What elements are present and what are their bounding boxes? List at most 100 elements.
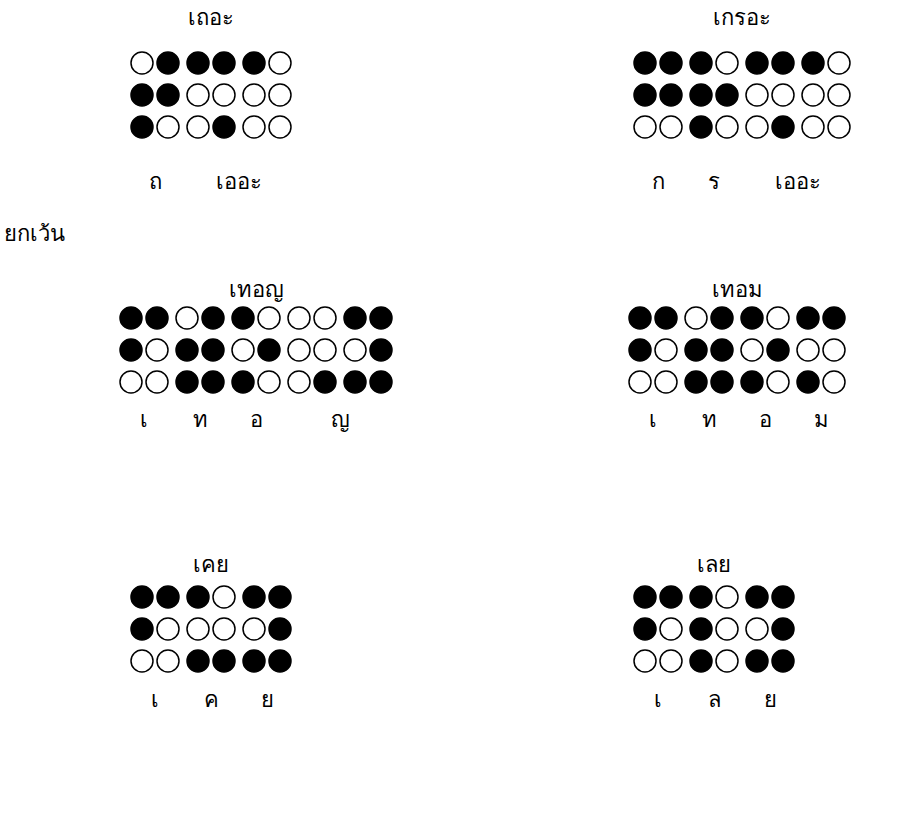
- braille-dot: [314, 371, 336, 393]
- braille-dot: [716, 84, 738, 106]
- braille-dot: [772, 586, 794, 608]
- braille-dot: [131, 650, 153, 672]
- braille-dot: [629, 371, 651, 393]
- braille-dot: [716, 586, 738, 608]
- braille-dot: [176, 371, 198, 393]
- braille-dot: [823, 371, 845, 393]
- braille-dot: [685, 371, 707, 393]
- section-label: ยกเว้น: [4, 220, 65, 249]
- braille-dot: [243, 84, 265, 106]
- braille-dot: [716, 52, 738, 74]
- braille-dot: [146, 307, 168, 329]
- braille-dot: [690, 52, 712, 74]
- braille-dot: [187, 618, 209, 640]
- braille-dot: [772, 650, 794, 672]
- syllable-label: ค: [204, 686, 219, 715]
- syllable-label: เออะ: [216, 168, 262, 197]
- braille-dot: [176, 307, 198, 329]
- braille-dot: [772, 52, 794, 74]
- braille-dot: [655, 339, 677, 361]
- syllable-label: ญ: [331, 406, 350, 435]
- braille-dot: [741, 307, 763, 329]
- syllable-label: ท: [193, 406, 208, 435]
- braille-dot: [269, 116, 291, 138]
- braille-dot: [716, 650, 738, 672]
- braille-dot: [213, 52, 235, 74]
- braille-dot: [716, 618, 738, 640]
- braille-dot: [746, 586, 768, 608]
- syllable-label: ล: [708, 686, 721, 715]
- braille-dot: [157, 650, 179, 672]
- braille-dot: [660, 52, 682, 74]
- syllable-label: เ: [151, 686, 159, 715]
- braille-dot: [767, 339, 789, 361]
- braille-dot: [634, 52, 656, 74]
- braille-dot: [157, 84, 179, 106]
- syllable-label: ย: [261, 686, 274, 715]
- syllable-label: ถ: [149, 168, 162, 197]
- syllable-label: ย: [764, 686, 777, 715]
- syllable-label: เทอม: [712, 276, 763, 305]
- braille-dot: [187, 84, 209, 106]
- braille-dot: [232, 307, 254, 329]
- braille-dot: [660, 618, 682, 640]
- braille-dot: [213, 618, 235, 640]
- syllable-label: เถอะ: [188, 4, 234, 33]
- braille-dot: [690, 116, 712, 138]
- braille-dot: [823, 339, 845, 361]
- braille-dot: [629, 339, 651, 361]
- syllable-label: เ: [654, 686, 662, 715]
- braille-dot: [269, 618, 291, 640]
- braille-dot: [213, 586, 235, 608]
- braille-dot: [797, 339, 819, 361]
- braille-dot: [131, 116, 153, 138]
- braille-dot: [716, 116, 738, 138]
- braille-dot: [213, 116, 235, 138]
- braille-dot: [660, 116, 682, 138]
- braille-dot: [690, 84, 712, 106]
- braille-dot: [269, 650, 291, 672]
- syllable-label: อ: [250, 406, 263, 435]
- braille-dot: [767, 371, 789, 393]
- braille-dot: [131, 84, 153, 106]
- braille-dot: [344, 371, 366, 393]
- braille-dot: [120, 371, 142, 393]
- braille-dot: [187, 586, 209, 608]
- braille-dot: [202, 307, 224, 329]
- braille-dot: [828, 52, 850, 74]
- braille-dot: [797, 371, 819, 393]
- braille-dot: [370, 371, 392, 393]
- braille-dot: [157, 52, 179, 74]
- braille-dot: [258, 339, 280, 361]
- braille-dot: [258, 371, 280, 393]
- braille-dot: [269, 52, 291, 74]
- braille-dot: [157, 116, 179, 138]
- braille-dot: [370, 339, 392, 361]
- braille-dot: [187, 116, 209, 138]
- braille-dot: [823, 307, 845, 329]
- braille-dot: [802, 84, 824, 106]
- braille-dot: [232, 371, 254, 393]
- braille-dot: [187, 52, 209, 74]
- syllable-label: ร: [708, 168, 720, 197]
- braille-dot: [655, 371, 677, 393]
- syllable-label: เ: [140, 406, 148, 435]
- braille-dot: [370, 307, 392, 329]
- braille-dot: [157, 586, 179, 608]
- braille-dot: [344, 307, 366, 329]
- braille-dot: [243, 52, 265, 74]
- braille-dot: [655, 307, 677, 329]
- braille-dot: [146, 339, 168, 361]
- braille-dot: [314, 307, 336, 329]
- syllable-label: ม: [814, 406, 829, 435]
- braille-dot: [314, 339, 336, 361]
- braille-dot: [634, 84, 656, 106]
- braille-dot: [660, 84, 682, 106]
- braille-dot: [746, 84, 768, 106]
- braille-dot: [746, 52, 768, 74]
- braille-dot: [157, 618, 179, 640]
- syllable-label: เคย: [193, 551, 229, 580]
- braille-dot: [288, 371, 310, 393]
- braille-dot: [288, 339, 310, 361]
